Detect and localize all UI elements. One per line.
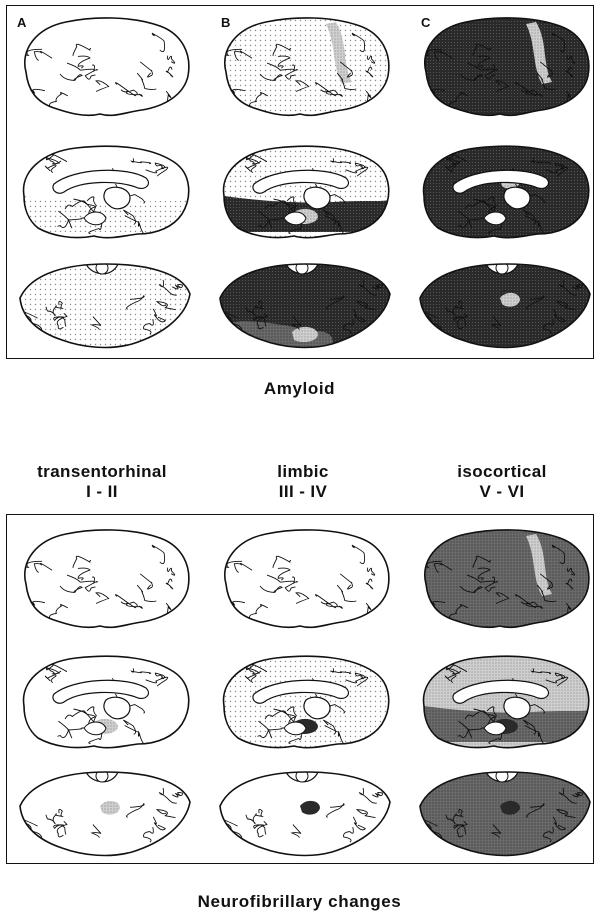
stage-name-transentorhinal: transentorhinal (2, 462, 202, 482)
amyloid-caption: Amyloid (0, 379, 599, 399)
stage-range-transentorhinal: I - II (2, 482, 202, 502)
stage-range-isocortical: V - VI (402, 482, 599, 502)
brain-basal-view (214, 258, 394, 358)
brain-medial-view (214, 650, 394, 750)
brain-basal-view (214, 766, 394, 866)
brain-medial-view (414, 650, 594, 750)
brain-medial-view (414, 140, 594, 240)
neurofibrillary-caption: Neurofibrillary changes (0, 892, 599, 912)
stage-range-limbic: III - IV (203, 482, 403, 502)
stage-heading-limbic: limbic III - IV (203, 462, 403, 502)
brain-basal-view (14, 258, 194, 358)
brain-lateral-view (14, 526, 194, 626)
stage-name-limbic: limbic (203, 462, 403, 482)
brain-basal-view (414, 258, 594, 358)
brain-medial-view (14, 650, 194, 750)
brain-lateral-view (14, 14, 194, 114)
stage-heading-isocortical: isocortical V - VI (402, 462, 599, 502)
stage-heading-transentorhinal: transentorhinal I - II (2, 462, 202, 502)
brain-medial-view (214, 140, 394, 240)
brain-lateral-view (214, 526, 394, 626)
brain-basal-view (14, 766, 194, 866)
brain-lateral-view (414, 14, 594, 114)
brain-basal-view (414, 766, 594, 866)
brain-medial-view (14, 140, 194, 240)
brain-lateral-view (414, 526, 594, 626)
stage-name-isocortical: isocortical (402, 462, 599, 482)
brain-lateral-view (214, 14, 394, 114)
